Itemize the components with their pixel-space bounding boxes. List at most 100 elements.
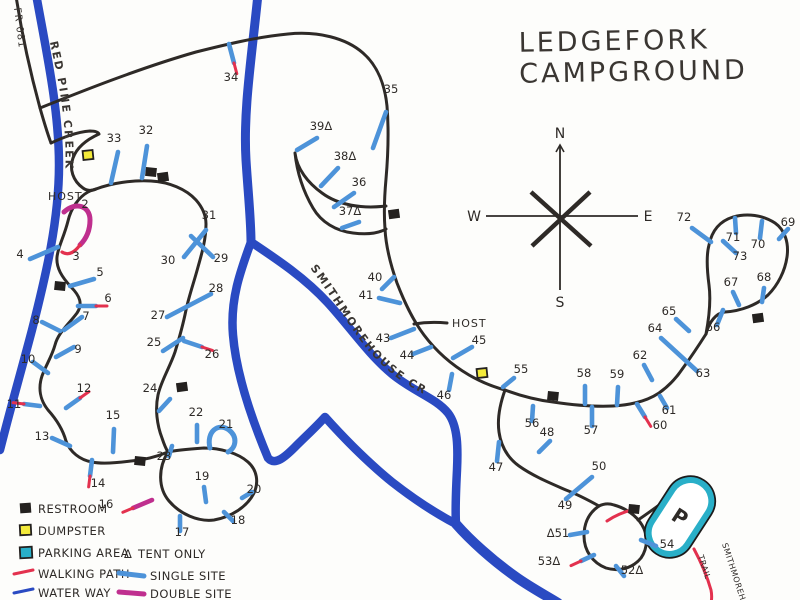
legend-walking-path-icon [12,568,35,576]
site-label-t51: Δ51 [547,526,570,540]
site-path-tip [200,345,214,352]
restroom-icon [547,390,559,402]
site-tick-68 [759,285,767,305]
site-label-4: 4 [16,247,23,261]
site-label-47: 47 [489,460,504,474]
site-tick-19 [201,484,209,505]
bottom-loop-road [582,502,648,572]
site-tick-63 [658,335,700,374]
legend-dumpster-icon [18,523,33,537]
site-label-35: 35 [384,82,399,96]
south-road [496,388,601,508]
site-tick-16 [130,497,155,511]
site-label-17: 17 [175,525,190,539]
site-label-46: 46 [437,388,452,402]
legend-dumpster-label: DUMPSTER [38,524,106,538]
site-label-67: 67 [724,275,739,289]
site-tick-7 [61,314,85,333]
legend-single-site-label: SINGLE SITE [150,569,226,583]
site-tick-32 [139,143,150,181]
site-label-5: 5 [96,265,103,279]
site-tick-38t [318,165,341,189]
waterways [0,0,562,600]
site-label-62: 62 [633,348,648,362]
site-label-10: 10 [21,352,36,366]
lower-loop-road [159,446,259,522]
site-tick-8 [39,319,63,334]
site-label-24: 24 [143,381,158,395]
site-label-69: 69 [781,215,796,229]
legend-single-site-icon [116,570,147,579]
site-label-11: 11 [7,397,22,411]
site-label-3: 3 [72,249,79,263]
red-pine-creek [0,0,64,455]
title-line-2: CAMPGROUND [519,55,748,90]
trail-label-line1: SMITHMOREHOUSE [720,542,755,600]
legend-water-way-label: WATER WAY [38,586,111,600]
site-label-2: 2 [81,197,88,211]
site-label-43: 43 [376,331,391,345]
site-tick-34 [226,41,237,66]
host-site-loop-path [60,243,82,256]
host-spur-road [412,320,449,326]
site-tick-47 [494,439,502,464]
site-tick-41 [376,295,403,306]
site-label-36: 36 [352,175,367,189]
special-sites [60,203,238,455]
site-label-39t: 39Δ [310,119,333,133]
site-path-tip [232,61,239,76]
site-label-55: 55 [514,362,529,376]
site-label-49: 49 [558,498,573,512]
legend-tent-only-label: TENT ONLY [137,547,206,561]
compass-west-label: W [467,209,481,225]
site-tick-60 [634,401,648,420]
site-label-63: 63 [696,366,711,380]
site-tick-14 [87,457,95,479]
legend-double-site-icon [116,589,147,597]
map-title: LEDGEFORK CAMPGROUND [518,24,748,90]
trail-label-line2: TRAIL [696,553,713,580]
site-tick-24 [156,396,173,414]
site-tick-50 [563,474,595,502]
restroom-icon [134,455,146,467]
restroom-icon [156,171,170,183]
site-label-19: 19 [195,469,210,483]
host-site-loop-double [61,203,93,248]
site-tick-56 [529,403,536,424]
site-tick-40 [379,274,397,292]
site-label-58: 58 [577,366,592,380]
site-tick-9 [53,344,77,360]
main-top-road [38,31,507,392]
site-label-37t: 37Δ [339,204,362,218]
east-road [503,332,708,408]
site-label-65: 65 [662,304,677,318]
site-label-50: 50 [592,459,607,473]
legend-double-site-label: DOUBLE SITE [150,587,232,600]
site-label-73: 73 [733,249,748,263]
site-label-26: 26 [205,347,220,361]
title-line-1: LEDGEFORK [518,24,710,58]
restroom-icon [628,503,640,515]
site-tick-12 [63,395,83,411]
site-label-53t: 53Δ [538,554,561,568]
compass-south-label: S [556,295,565,311]
site-tick-52t [613,563,627,579]
dumpster-icon [475,367,489,379]
site-tick-46 [446,371,455,393]
restroom-icon [751,312,765,324]
site-tick-54 [638,537,659,549]
site-tick-65 [673,316,692,334]
site-label-40: 40 [368,270,383,284]
site-tick-66 [714,307,726,328]
site-tick-73 [720,238,739,256]
site-label-70: 70 [751,237,766,251]
site-tick-28 [164,291,214,320]
creek-lower [451,519,562,600]
site-tick-26 [181,338,205,350]
site-tick-61 [657,393,670,411]
site-label-25: 25 [147,335,162,349]
restroom-icon [145,166,157,178]
site-label-15: 15 [106,408,121,422]
site-tick-71 [732,215,739,236]
